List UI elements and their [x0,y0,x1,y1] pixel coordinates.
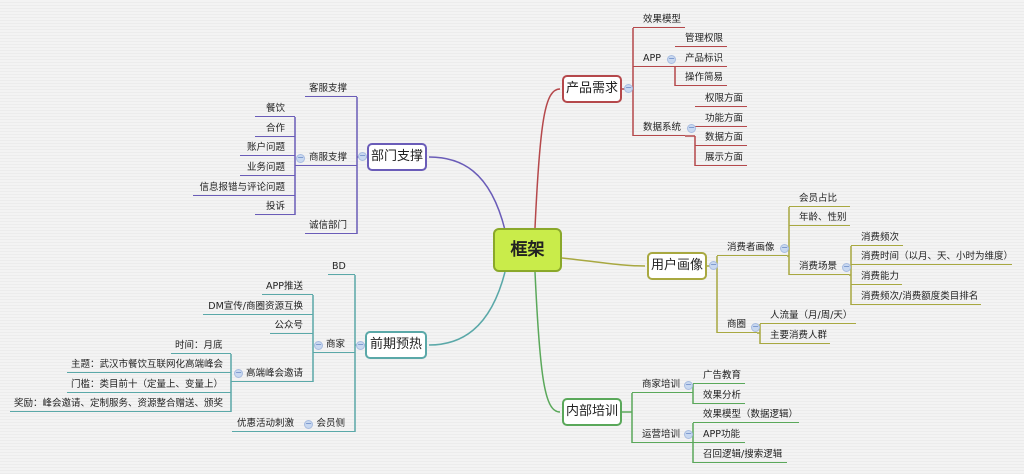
node-bs-item[interactable]: 合作 [255,123,295,137]
node-ops-training-item[interactable]: 召回逻辑/搜索逻辑 [693,449,787,463]
collapse-toggle-icon[interactable]: − [687,123,696,133]
node-bs-item[interactable]: 账户问题 [240,142,295,156]
node-data-item[interactable]: 展示方面 [695,152,747,166]
central-topic[interactable]: 框架 [493,228,562,272]
collapse-toggle-icon[interactable]: − [842,262,851,272]
node-merchant-item[interactable]: DM宣传/商圈资源互换 [203,301,313,315]
collapse-toggle-icon[interactable]: − [358,151,367,161]
node-data-item[interactable]: 数据方面 [695,132,747,146]
node-data-item[interactable]: 功能方面 [695,113,747,127]
node-summit-item[interactable]: 门槛：类目前十（定量上、变量上） [67,379,231,393]
node-merchant-item[interactable]: APP推送 [262,281,313,295]
node-bs-item[interactable]: 信息报错与评论问题 [193,182,295,196]
node-ops-training-item[interactable]: APP功能 [693,429,745,443]
node-business-district[interactable]: 商圈 [717,319,757,333]
node-consumer-item[interactable]: 会员占比 [789,193,850,207]
node-bd[interactable]: BD [328,261,355,275]
collapse-toggle-icon[interactable]: − [624,83,633,93]
topic-product-requirements[interactable]: 产品需求 [562,75,622,103]
node-app-item[interactable]: 管理权限 [675,33,727,47]
node-summit-invite[interactable]: 高端峰会邀请 [231,368,313,382]
collapse-toggle-icon[interactable]: − [234,368,243,378]
node-app[interactable]: APP [633,53,675,67]
node-merchant-training-item[interactable]: 效果分析 [693,390,745,404]
node-scene-item[interactable]: 消费能力 [851,271,902,285]
node-business-service[interactable]: 商服支撑 [295,152,357,166]
node-scene-item[interactable]: 消费频次 [851,232,903,246]
node-consumption-scene[interactable]: 消费场景 [789,261,849,275]
node-customer-service[interactable]: 客服支撑 [305,83,357,97]
node-data-item[interactable]: 权限方面 [695,93,747,107]
collapse-toggle-icon[interactable]: − [304,419,313,429]
topic-user-profile[interactable]: 用户画像 [647,252,707,280]
node-scene-item[interactable]: 消费频次/消费额度类目排名 [851,291,981,305]
collapse-toggle-icon[interactable]: − [780,243,789,253]
node-summit-item[interactable]: 时间：月底 [171,340,231,354]
node-ops-training-item[interactable]: 效果模型（数据逻辑） [693,409,799,423]
node-member-side[interactable]: 会员侧 [300,418,355,432]
topic-department-support[interactable]: 部门支撑 [367,143,427,171]
node-data-system[interactable]: 数据系统 [633,122,685,136]
node-app-item[interactable]: 产品标识 [675,53,727,67]
node-merchant-training-item[interactable]: 广告教育 [693,370,745,384]
collapse-toggle-icon[interactable]: − [296,153,305,163]
node-consumer-profile[interactable]: 消费者画像 [717,242,787,256]
node-district-item[interactable]: 主要消费人群 [760,330,830,344]
topic-internal-training[interactable]: 内部培训 [562,398,622,426]
collapse-toggle-icon[interactable]: − [684,380,693,390]
node-bs-item[interactable]: 投诉 [255,201,295,215]
node-ops-training[interactable]: 运营培训 [632,429,693,443]
collapse-toggle-icon[interactable]: − [667,54,676,64]
collapse-toggle-icon[interactable]: − [314,340,323,350]
node-app-item[interactable]: 操作简易 [675,72,727,86]
collapse-toggle-icon[interactable]: − [709,260,718,270]
node-merchant-training[interactable]: 商家培训 [632,379,693,393]
node-merchant-item[interactable]: 公众号 [270,320,313,334]
node-bs-item[interactable]: 业务问题 [240,162,295,176]
collapse-toggle-icon[interactable]: − [751,322,760,332]
node-scene-item[interactable]: 消费时间（以月、天、小时为维度） [851,251,1013,265]
node-district-item[interactable]: 人流量（月/周/天） [760,310,856,324]
node-merchant[interactable]: 商家 [313,339,355,353]
node-integrity-dept[interactable]: 诚信部门 [305,220,357,234]
node-summit-item[interactable]: 奖励：峰会邀请、定制服务、资源整合赠送、颁奖 [10,398,231,412]
node-bs-item[interactable]: 餐饮 [255,103,295,117]
node-effect-model[interactable]: 效果模型 [633,14,685,28]
collapse-toggle-icon[interactable]: − [684,429,693,439]
node-summit-item[interactable]: 主题：武汉市餐饮互联网化高端峰会 [67,359,231,373]
collapse-toggle-icon[interactable]: − [356,340,365,350]
node-consumer-item[interactable]: 年龄、性别 [789,212,850,226]
node-member-item[interactable]: 优惠活动刺激 [232,418,300,432]
topic-preheat[interactable]: 前期预热 [365,331,427,359]
